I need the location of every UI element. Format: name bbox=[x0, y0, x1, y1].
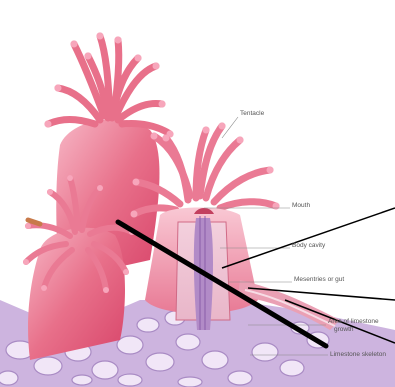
label-mouth: Mouth bbox=[292, 202, 310, 209]
label-tentacle: Tentacle bbox=[240, 110, 264, 117]
label-limestone-skeleton: Limestone skeleton bbox=[330, 351, 386, 358]
label-body-cavity: Body cavity bbox=[292, 242, 325, 249]
label-area-limestone-growth: growth bbox=[334, 326, 354, 333]
label-mesentries: Mesentries or gut bbox=[294, 276, 344, 283]
sectioned-polyp-shape bbox=[131, 123, 341, 331]
label-area-limestone: Area of limestone bbox=[328, 318, 379, 325]
